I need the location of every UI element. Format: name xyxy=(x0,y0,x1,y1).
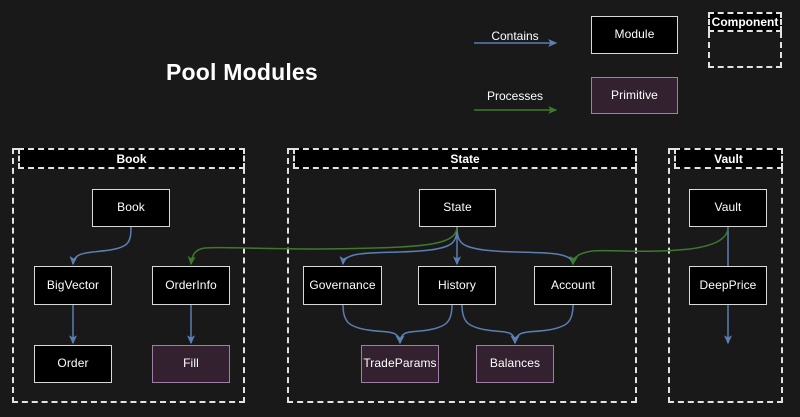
edge-governance-to-tradeparams xyxy=(342,304,404,345)
node-order-label: Order xyxy=(57,356,89,371)
edge-history-to-tradeparams xyxy=(396,304,453,345)
section-book-title: Book xyxy=(116,151,147,166)
node-book[interactable]: Book xyxy=(92,189,170,227)
legend-module-label: Module xyxy=(614,27,655,42)
node-account-label: Account xyxy=(550,277,596,292)
page-title: Pool Modules xyxy=(166,59,318,85)
processes-edges xyxy=(187,226,729,266)
legend-component-label: Component xyxy=(711,15,779,29)
section-vault-title: Vault xyxy=(714,151,743,166)
node-balances-label: Balances xyxy=(489,356,541,371)
edge-state-to-account xyxy=(456,226,577,266)
edge-vault-to-account xyxy=(569,226,729,266)
node-state-label: State xyxy=(443,200,472,215)
node-tradeparams-label: TradeParams xyxy=(363,356,437,371)
node-fill-label: Fill xyxy=(183,356,199,371)
node-vault[interactable]: Vault xyxy=(689,189,767,227)
section-book-header: Book xyxy=(18,148,245,169)
node-deepprice[interactable]: DeepPrice xyxy=(689,266,767,305)
node-bigvector-label: BigVector xyxy=(46,277,100,292)
edge-state-to-orderinfo xyxy=(187,226,458,266)
node-deepprice-label: DeepPrice xyxy=(699,277,757,292)
edge-account-to-balances xyxy=(511,304,574,345)
node-history[interactable]: History xyxy=(418,266,496,305)
node-tradeparams[interactable]: TradeParams xyxy=(361,345,439,383)
legend-primitive-box: Primitive xyxy=(591,77,678,114)
contains-edges xyxy=(68,226,733,345)
node-book-label: Book xyxy=(117,200,145,215)
legend-contains-label: Contains xyxy=(491,29,539,43)
node-fill[interactable]: Fill xyxy=(152,345,230,383)
section-state-title: State xyxy=(450,151,480,166)
node-history-label: History xyxy=(437,277,477,292)
node-bigvector[interactable]: BigVector xyxy=(34,266,112,305)
node-orderinfo-label: OrderInfo xyxy=(165,277,217,292)
legend-module-box: Module xyxy=(591,16,678,54)
edge-book-to-bigvector xyxy=(69,226,132,266)
node-governance-label: Governance xyxy=(309,277,376,292)
section-state-header: State xyxy=(293,148,637,169)
node-state[interactable]: State xyxy=(419,189,496,227)
node-order[interactable]: Order xyxy=(34,345,112,383)
node-orderinfo[interactable]: OrderInfo xyxy=(152,266,230,305)
legend-processes-label: Processes xyxy=(486,89,544,103)
node-account[interactable]: Account xyxy=(534,266,612,305)
edge-history-to-balances xyxy=(461,304,519,345)
legend-component-header: Component xyxy=(708,12,782,32)
node-governance[interactable]: Governance xyxy=(303,266,382,305)
node-balances[interactable]: Balances xyxy=(476,345,554,383)
legend-primitive-label: Primitive xyxy=(611,87,658,102)
section-vault-header: Vault xyxy=(674,148,783,169)
edge-state-to-governance xyxy=(339,226,458,266)
legend-arrows xyxy=(474,38,558,115)
node-vault-label: Vault xyxy=(714,200,742,215)
